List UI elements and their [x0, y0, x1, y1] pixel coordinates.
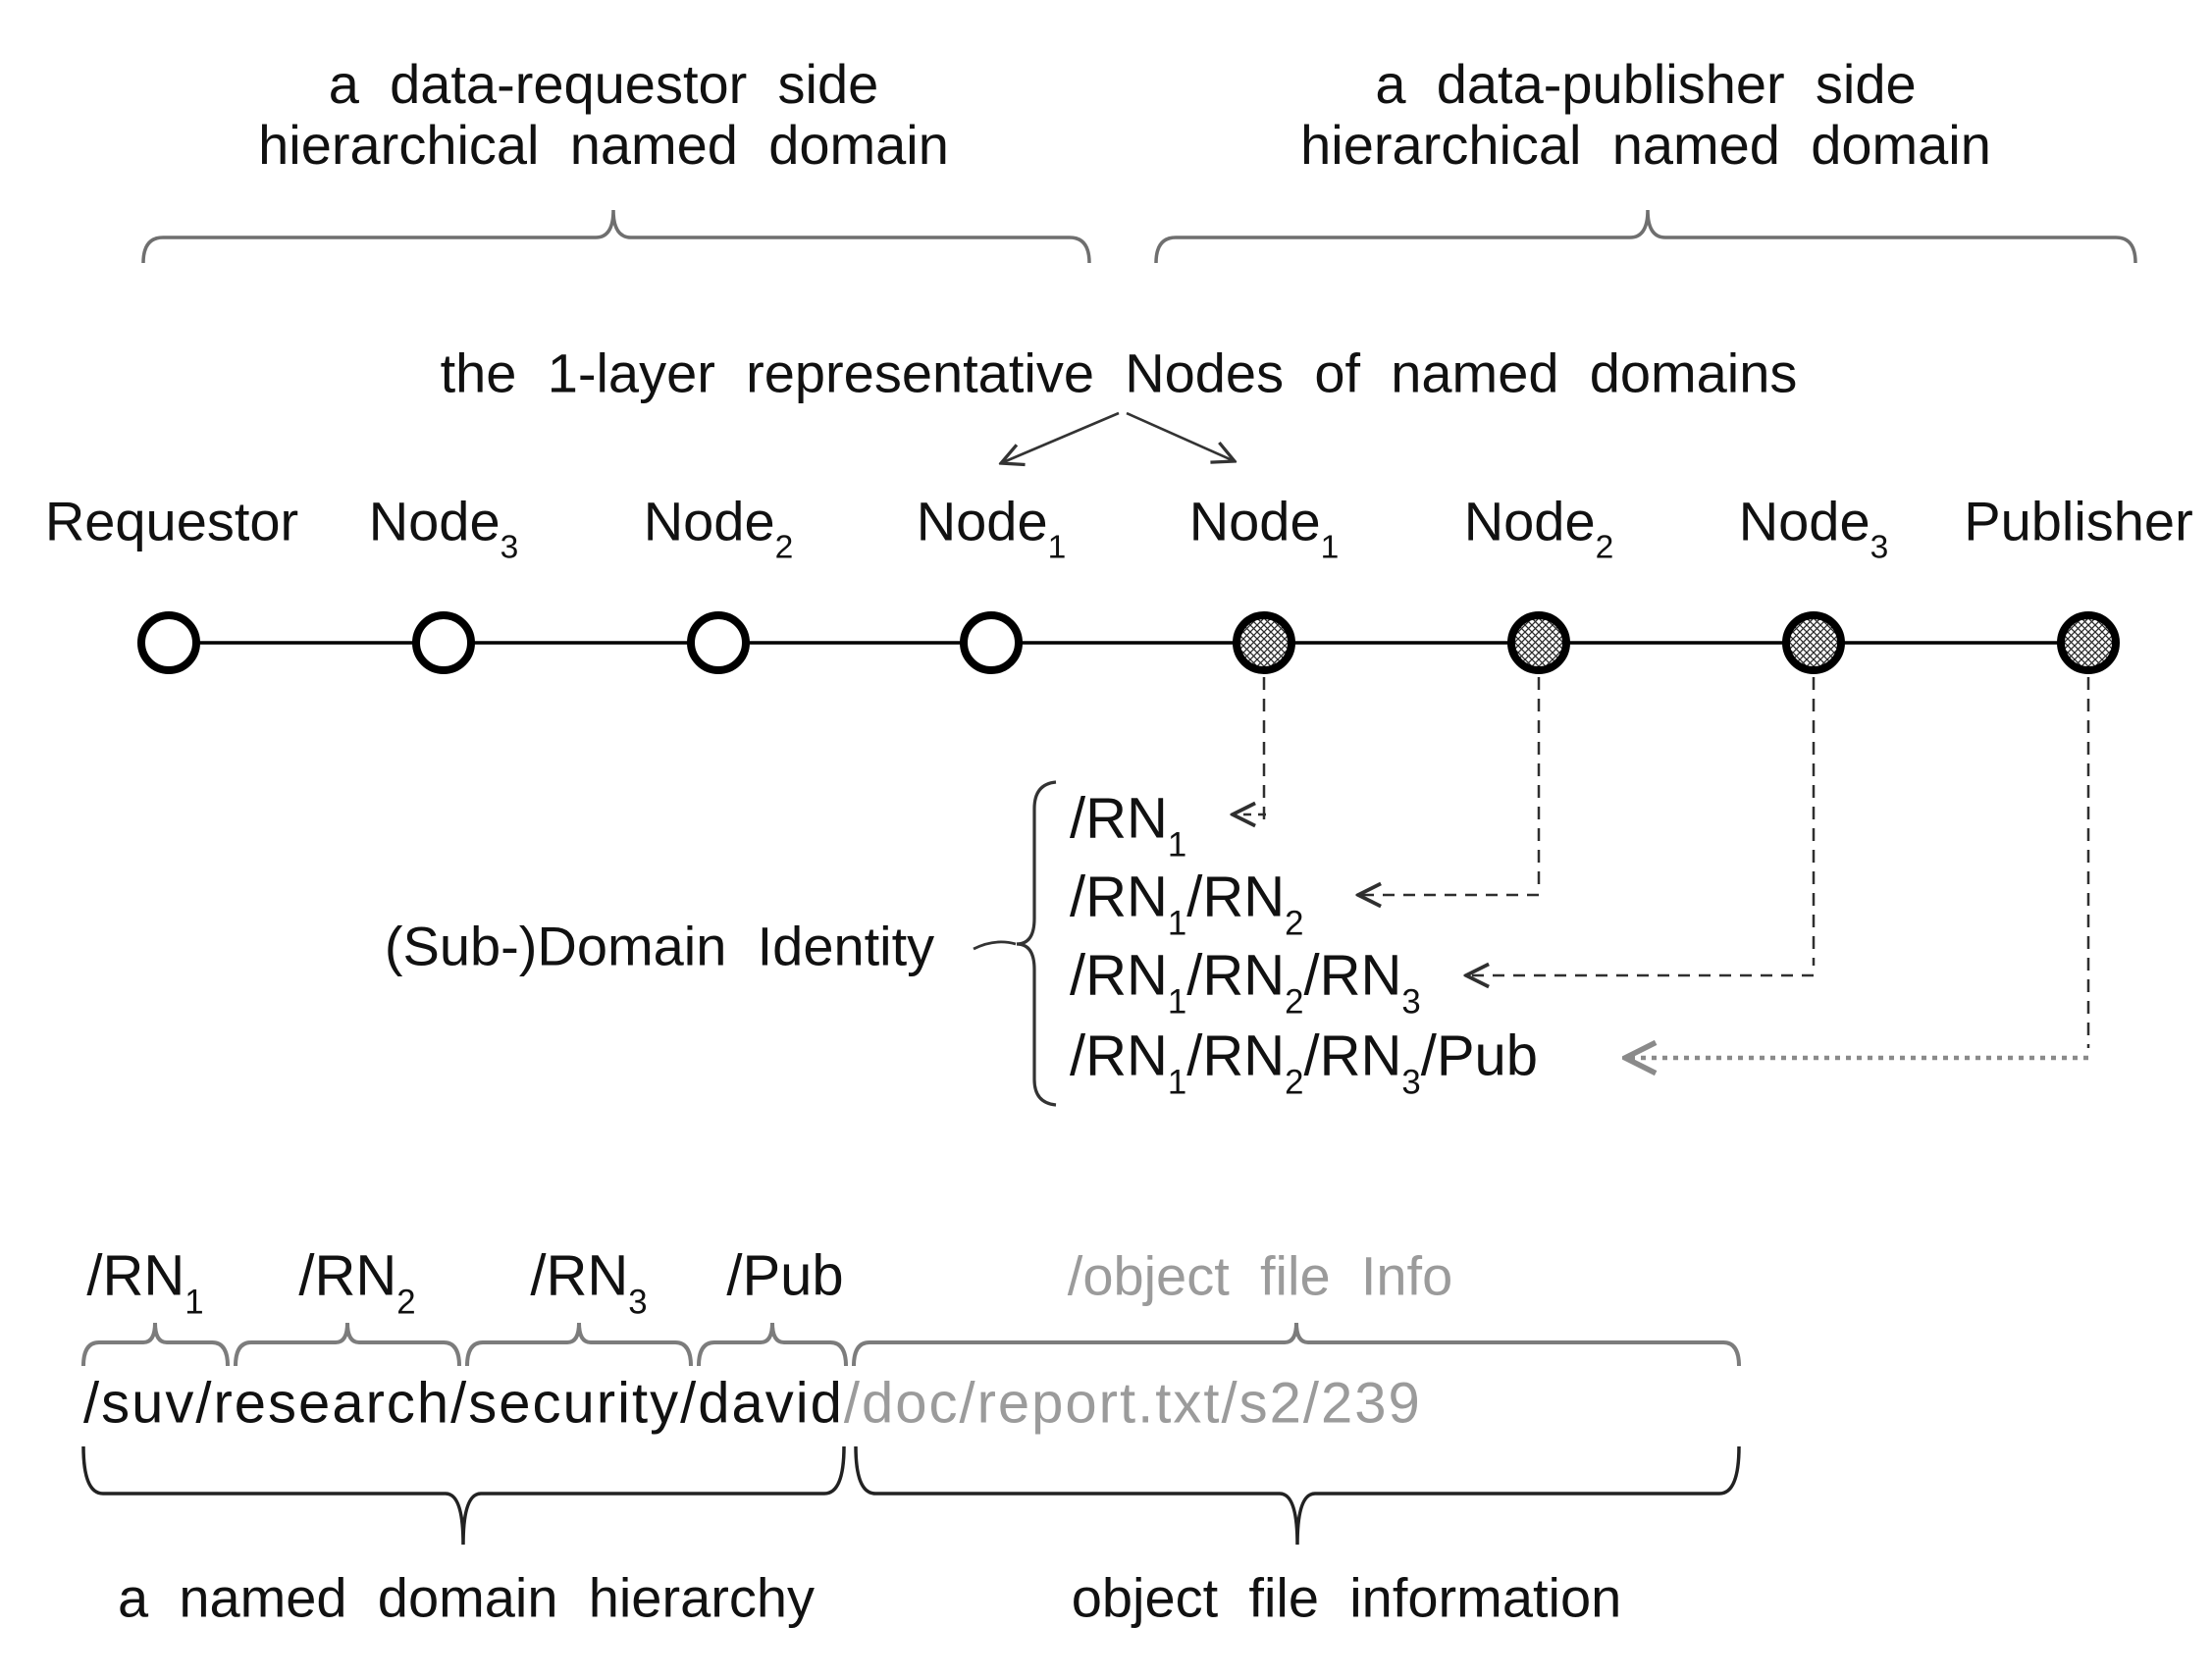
- segment-brace-rn2: [234, 1322, 461, 1367]
- node-label-node1-right: Node1: [1188, 490, 1340, 566]
- node-circle-requestor: [137, 611, 200, 674]
- publisher-domain-label-line2: hierarchical named domain: [1300, 114, 1991, 176]
- layer-title: the 1-layer representative Nodes of name…: [440, 341, 1798, 404]
- node-circle-node3-right: [1782, 611, 1845, 674]
- identity-path-4: /RN1/RN2/RN3/Pub: [1070, 1024, 1539, 1102]
- identity-path-1: /RN1: [1070, 786, 1187, 865]
- node-circle-node2-right: [1507, 611, 1570, 674]
- requestor-domain-brace: [141, 209, 1091, 264]
- segment-label-rn1: /RN1: [86, 1243, 204, 1322]
- segment-label-pub: /Pub: [726, 1243, 844, 1308]
- object-file-info-label: /object file Info: [1067, 1244, 1453, 1307]
- segment-brace-rn3: [465, 1322, 693, 1367]
- title-arrow-left: [1001, 411, 1120, 463]
- caption-braces: [81, 1445, 1741, 1546]
- node-label-requestor: Requestor: [44, 490, 299, 552]
- object-path-text: /doc/report.txt/s2/239: [843, 1371, 1422, 1436]
- node-circle-node1-left: [960, 611, 1023, 674]
- identity-label: (Sub-)Domain Identity: [384, 915, 935, 977]
- node-circle-node1-right: [1233, 611, 1295, 674]
- top-braces: [141, 209, 2137, 264]
- node-label-node1-left: Node1: [916, 490, 1067, 566]
- node-label-node3-left: Node3: [368, 490, 519, 566]
- publisher-domain-label: a data-publisher side hierarchical named…: [1300, 54, 1991, 176]
- node-label-node3-right: Node3: [1738, 490, 1889, 566]
- domain-path-text: /suv/research/security/david: [83, 1371, 844, 1436]
- publisher-domain-brace: [1154, 209, 2137, 264]
- requestor-domain-label-line2: hierarchical named domain: [258, 114, 949, 176]
- node-circle-node2-left: [687, 611, 750, 674]
- domain-caption-brace: [81, 1445, 846, 1546]
- object-caption: object file information: [1071, 1566, 1622, 1629]
- publisher-domain-label-line1: a data-publisher side: [1375, 53, 1917, 115]
- node-label-node2-right: Node2: [1463, 490, 1614, 566]
- segment-brace-rn1: [81, 1322, 230, 1367]
- segment-label-rn2: /RN2: [298, 1243, 416, 1322]
- node-circle-node3-left: [412, 611, 475, 674]
- requestor-domain-label-line1: a data-requestor side: [328, 53, 879, 115]
- identity-label-tick: [973, 940, 1017, 951]
- requestor-domain-label: a data-requestor side hierarchical named…: [258, 54, 949, 176]
- identity-path-3: /RN1/RN2/RN3: [1070, 943, 1421, 1022]
- full-name-path: /suv/research/security/david/doc/report.…: [83, 1371, 1422, 1437]
- domain-caption: a named domain hierarchy: [117, 1566, 816, 1629]
- node-circle-publisher: [2057, 611, 2120, 674]
- title-arrow-right: [1126, 411, 1235, 461]
- identity-brace: [1016, 780, 1057, 1107]
- segment-brace-object: [852, 1322, 1741, 1367]
- node-label-node2-left: Node2: [643, 490, 794, 566]
- identity-path-2: /RN1/RN2: [1070, 865, 1304, 943]
- node-label-publisher: Publisher: [1964, 490, 2193, 552]
- object-caption-brace: [854, 1445, 1741, 1546]
- segment-braces: [81, 1322, 1741, 1367]
- identity-arrows: [1233, 677, 2090, 1058]
- segment-label-rn3: /RN3: [530, 1243, 648, 1322]
- node-chain: [137, 611, 2120, 674]
- title-arrows: [1001, 411, 1235, 463]
- identity-brace-group: [973, 780, 1057, 1107]
- segment-brace-pub: [697, 1322, 848, 1367]
